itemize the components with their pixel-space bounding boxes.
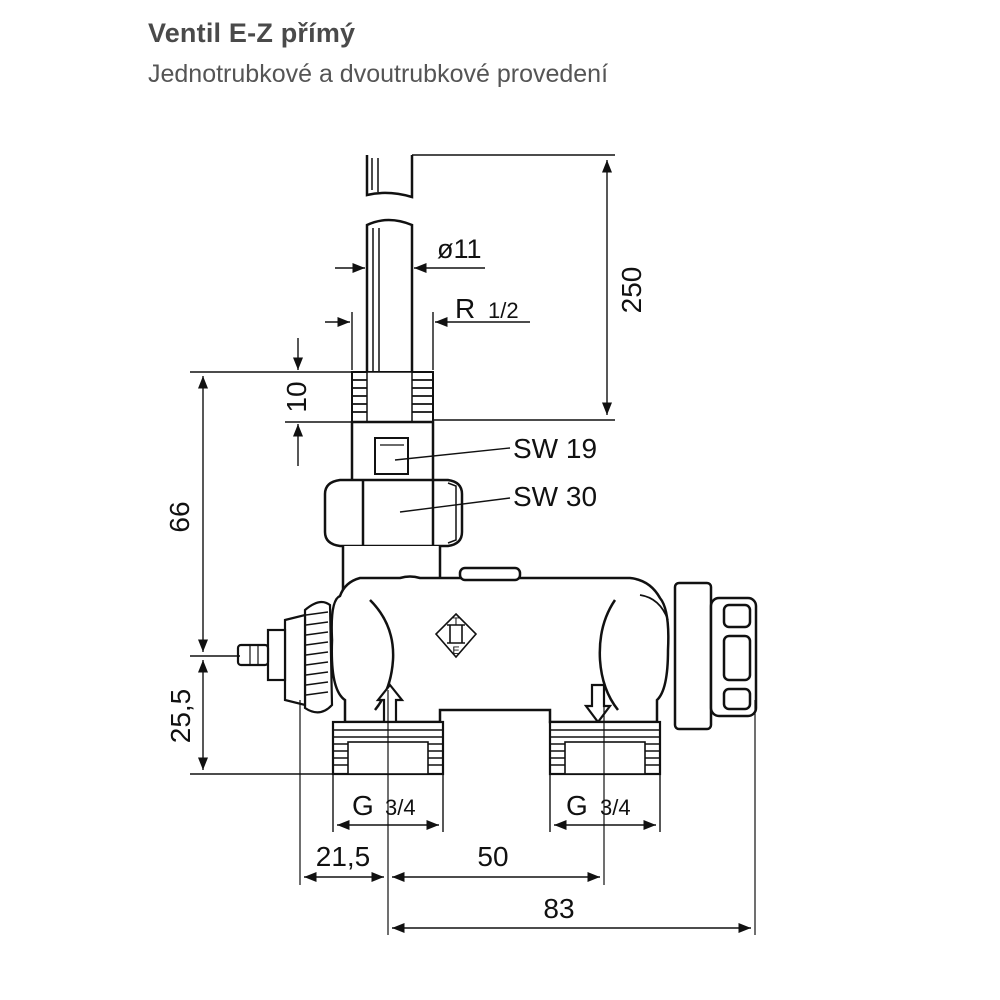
label-width-83: 83: [543, 893, 574, 924]
label-pipe-diameter: ø11: [437, 234, 482, 264]
right-cap: [673, 581, 758, 731]
label-height-66: 66: [164, 501, 195, 532]
label-height-10: 10: [281, 381, 312, 412]
logo-letter-bottom: E: [452, 645, 459, 657]
label-conn-left-frac: 3/4: [385, 795, 416, 820]
label-thread-r-frac: 1/2: [488, 298, 519, 323]
label-width-50: 50: [477, 841, 508, 872]
logo-letter-top: T: [453, 616, 460, 628]
label-sw19: SW 19: [513, 433, 597, 464]
label-conn-right-g: G: [566, 790, 588, 821]
label-conn-left-g: G: [352, 790, 374, 821]
leader-lines: [394, 447, 511, 513]
label-conn-right-frac: 3/4: [600, 795, 631, 820]
manufacturer-logo: [434, 612, 478, 659]
center-lines: [299, 690, 756, 935]
diagram-subtitle: Jednotrubkové a dvoutrubkové provedení: [148, 60, 609, 88]
label-width-21-5: 21,5: [316, 841, 371, 872]
nut-sw30: [323, 478, 464, 548]
connection-right: [548, 720, 662, 776]
label-thread-r: R: [455, 293, 475, 324]
pipe: [365, 155, 414, 377]
diagram-title: Ventil E-Z přímý: [148, 18, 356, 48]
threaded-nipple: [351, 371, 434, 423]
dimension-lines: [190, 154, 751, 934]
label-sw30: SW 30: [513, 481, 597, 512]
left-thermostat-mount: [236, 600, 334, 714]
label-height-250: 250: [616, 267, 647, 314]
hex-sw19: [350, 420, 435, 484]
label-height-25-5: 25,5: [165, 689, 196, 744]
